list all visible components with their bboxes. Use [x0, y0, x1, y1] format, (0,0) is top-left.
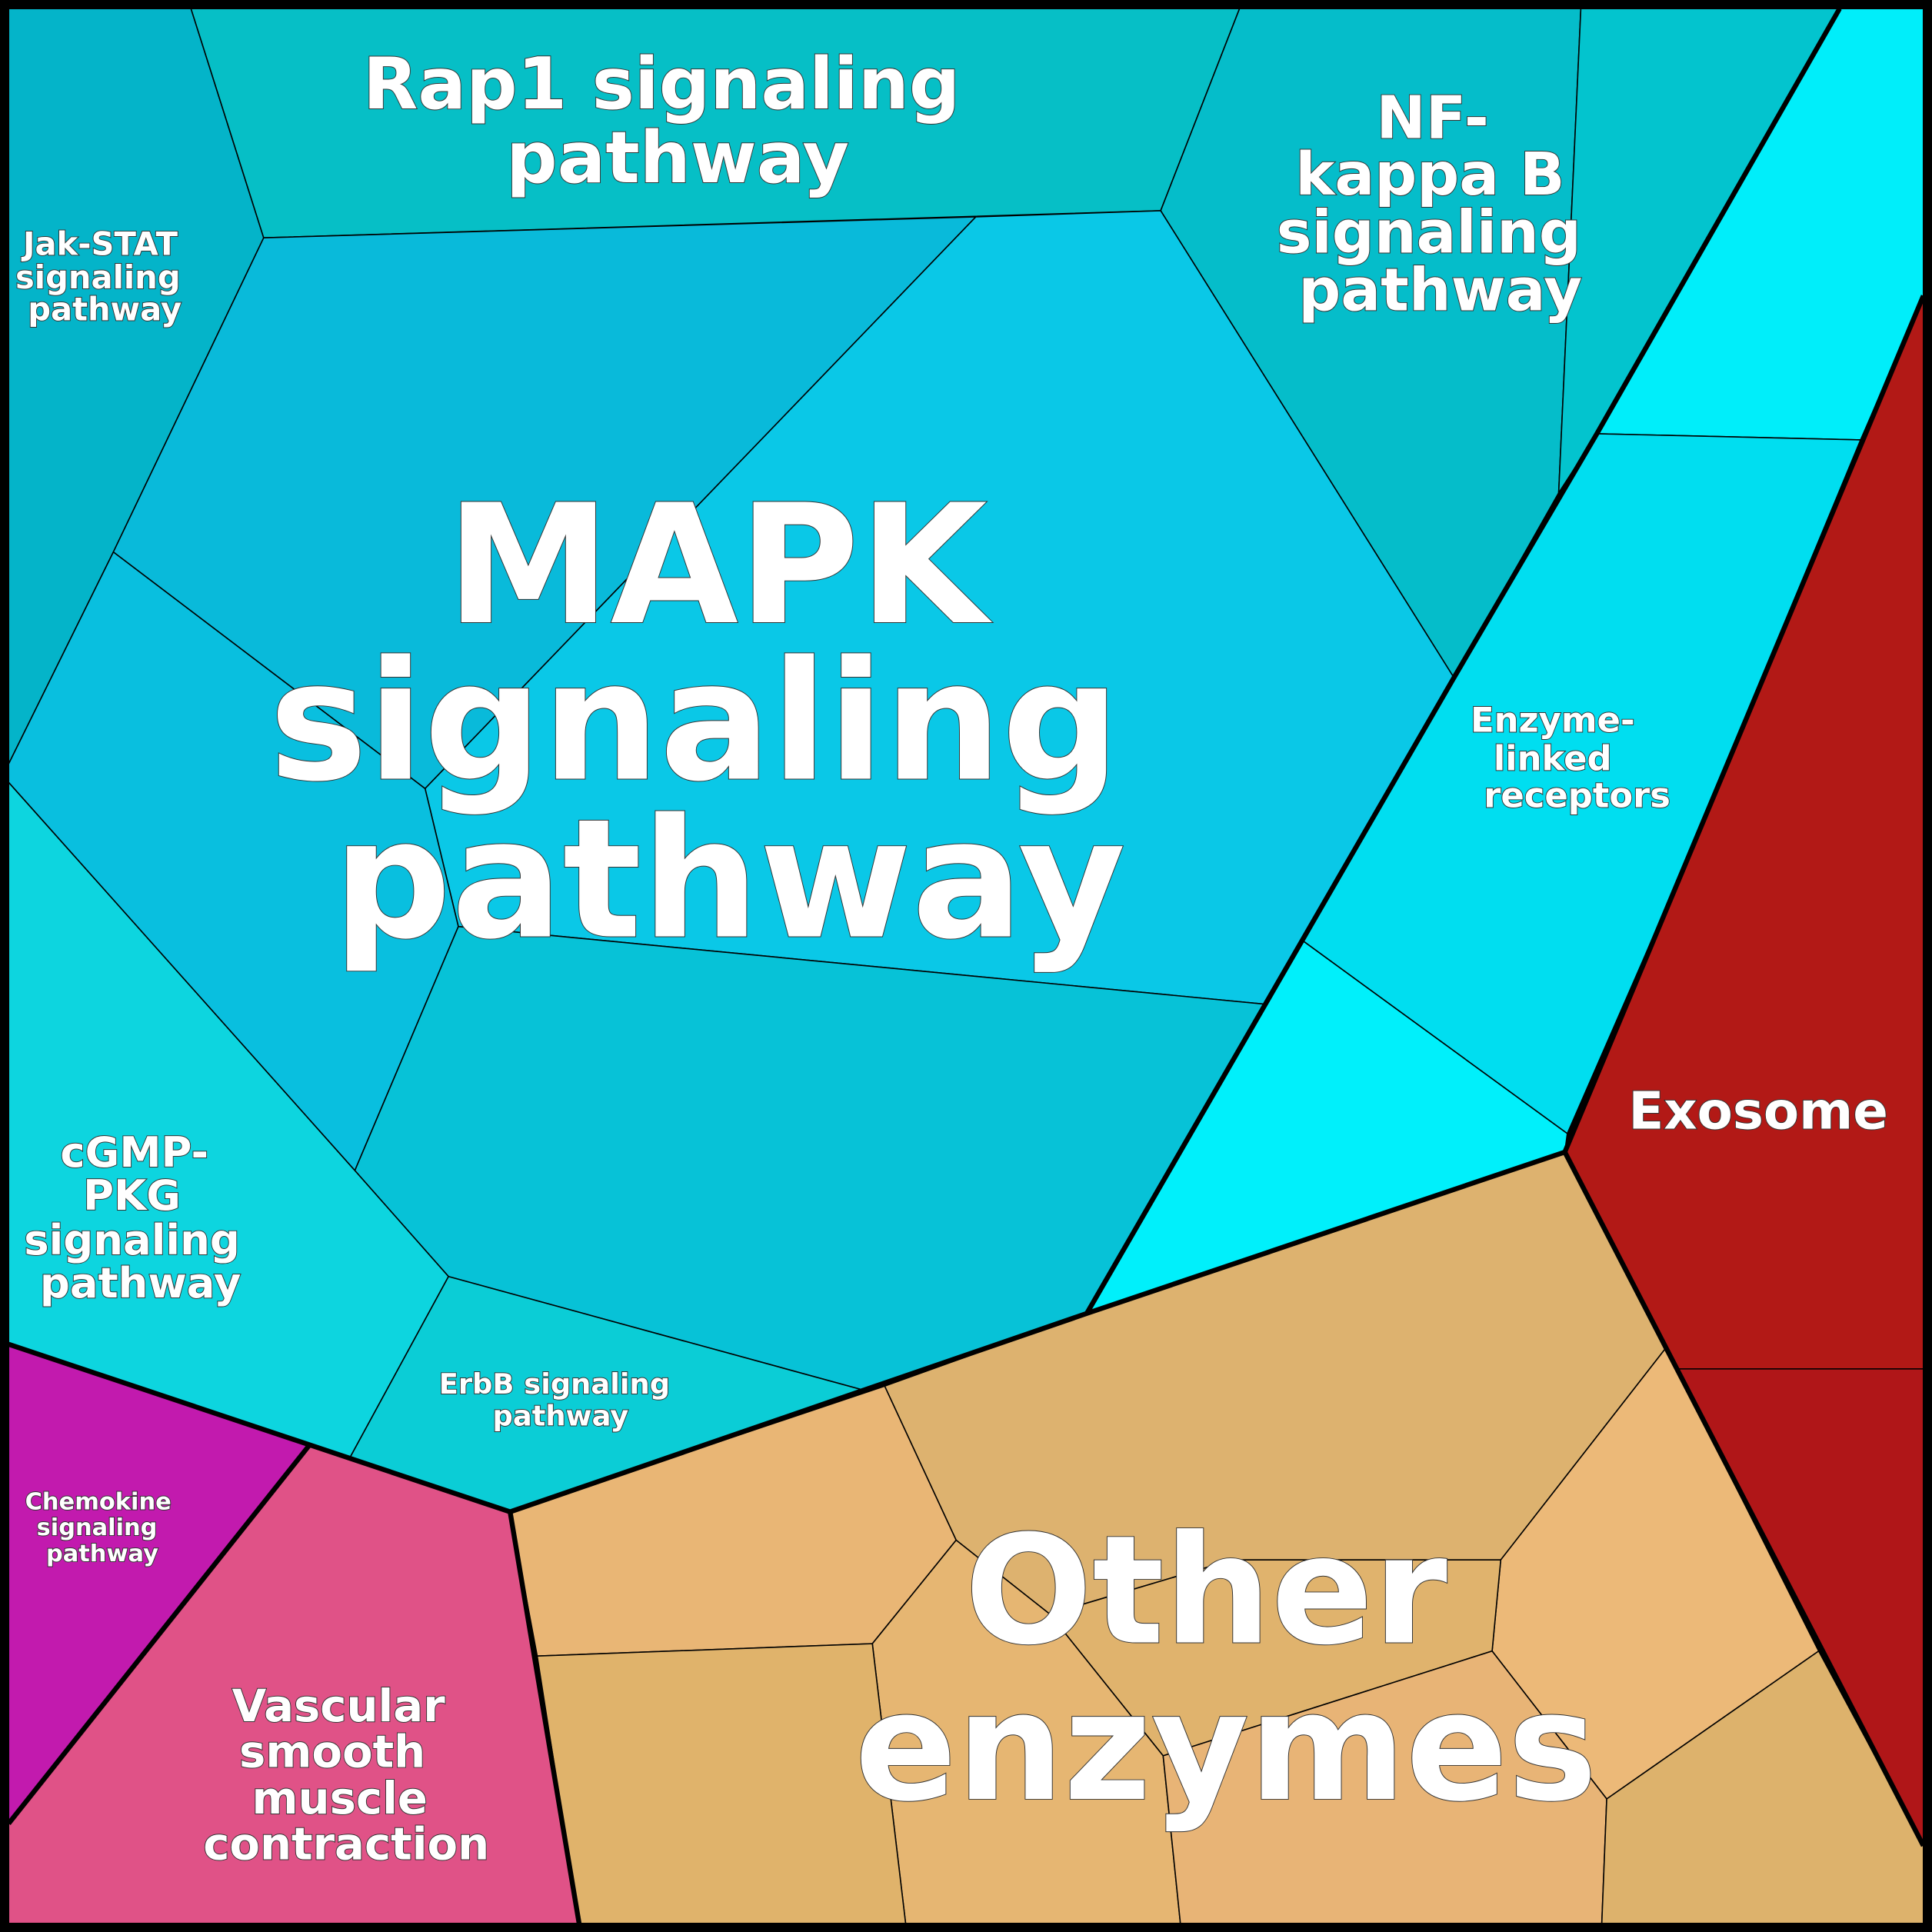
boundary-chemokine	[6, 1444, 311, 1826]
label-rap1: Rap1 signaling pathway	[363, 42, 985, 199]
label-enzyme-linked: Enzyme- linked receptors	[1471, 700, 1671, 816]
other-enzymes-group	[509, 1151, 1924, 1924]
label-jak-stat: Jak-STAT signaling pathway	[15, 225, 192, 328]
label-erbb: ErbB signaling pathway	[439, 1367, 680, 1433]
label-vascular: Vascular smooth muscle contraction	[203, 1680, 489, 1870]
label-other-enzymes: Other enzymes	[854, 1504, 1597, 1835]
boundary-vascular	[508, 1511, 582, 1924]
boundary-exosome	[1084, 7, 1842, 1315]
label-cgmp: cGMP- PKG signaling pathway	[24, 1128, 255, 1307]
label-chemokine: Chemokine signaling pathway	[25, 1489, 180, 1567]
label-nfkb: NF- kappa B signaling pathway	[1277, 84, 1602, 325]
boundary-enzymes	[1562, 1151, 1926, 1847]
label-exosome: Exosome	[1628, 1081, 1888, 1141]
label-mapk: MAPK signaling pathway	[269, 469, 1178, 976]
cell-enz-6[interactable]	[536, 1643, 907, 1924]
